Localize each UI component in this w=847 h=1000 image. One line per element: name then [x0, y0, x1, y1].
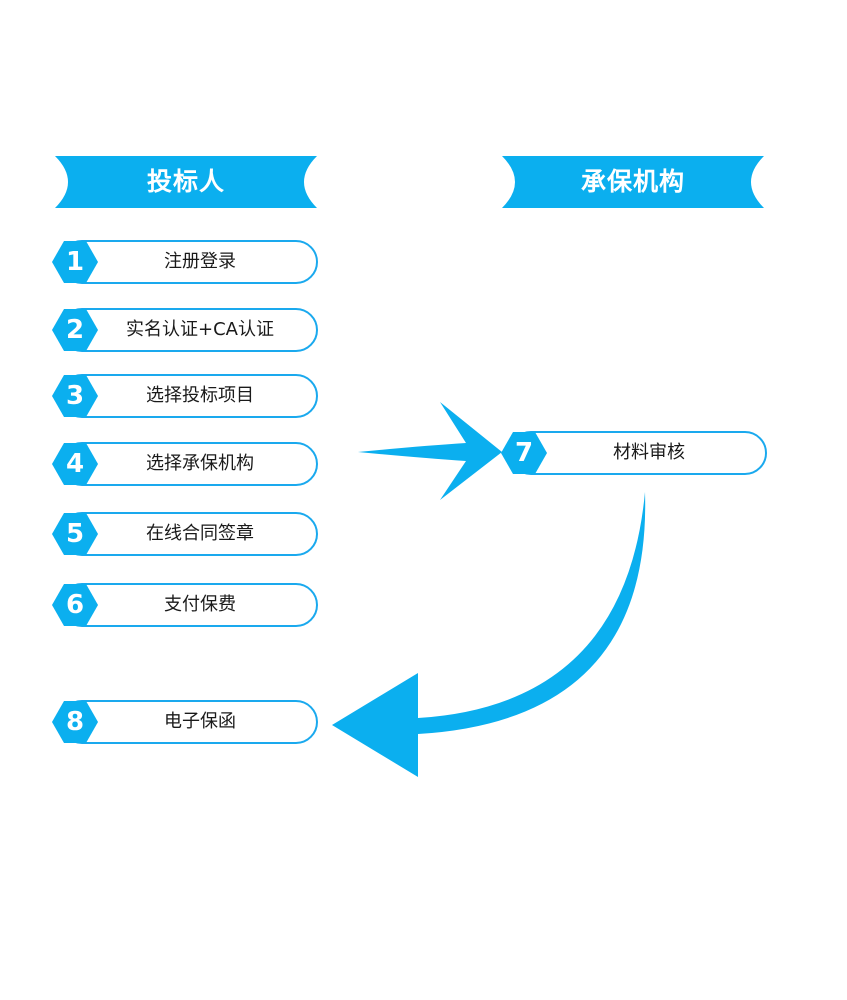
step-3-select-project: 选择投标项目 3 [52, 374, 318, 420]
step-5-online-contract-sign: 在线合同签章 5 [52, 512, 318, 558]
step-5-number: 5 [65, 519, 85, 549]
step-number-badge: 8 [52, 700, 98, 744]
step-4-number: 4 [65, 449, 85, 479]
step-number-badge: 7 [501, 431, 547, 475]
step-3-number: 3 [65, 381, 85, 411]
step-7-label: 材料审核 [613, 442, 685, 463]
step-1-label: 注册登录 [164, 251, 236, 272]
bidder-column-title: 投标人 [146, 167, 225, 196]
step-4-select-insurer: 选择承保机构 4 [52, 442, 318, 488]
step-7-material-review: 材料审核 7 [501, 431, 767, 477]
step-4-label: 选择承保机构 [146, 453, 254, 474]
step-6-pay-premium: 支付保费 6 [52, 583, 318, 629]
step-1-number: 1 [65, 247, 85, 277]
curved-return-arrow [332, 492, 646, 777]
step-number-badge: 2 [52, 308, 98, 352]
step-2-label: 实名认证+CA认证 [126, 319, 274, 340]
step-7-number: 7 [514, 438, 534, 468]
insurer-column-title: 承保机构 [580, 167, 685, 196]
step-1-register-login: 注册登录 1 [52, 240, 318, 286]
step-number-badge: 4 [52, 442, 98, 486]
step-number-badge: 6 [52, 583, 98, 627]
insurer-header-banner: 承保机构 [502, 156, 764, 208]
step-number-badge: 3 [52, 374, 98, 418]
step-8-label: 电子保函 [164, 711, 236, 732]
step-6-label: 支付保费 [164, 594, 236, 615]
step-pill [60, 374, 318, 418]
step-number-badge: 5 [52, 512, 98, 556]
right-flow-arrow [358, 402, 502, 500]
step-pill [60, 442, 318, 486]
bidder-header-banner: 投标人 [55, 156, 317, 208]
step-pill [509, 431, 767, 475]
step-5-label: 在线合同签章 [146, 523, 254, 544]
step-pill [60, 512, 318, 556]
step-8-number: 8 [65, 707, 85, 737]
step-pill [60, 700, 318, 744]
step-2-number: 2 [65, 315, 85, 345]
step-6-number: 6 [65, 590, 85, 620]
step-number-badge: 1 [52, 240, 98, 284]
step-3-label: 选择投标项目 [146, 385, 254, 406]
step-8-electronic-guarantee: 电子保函 8 [52, 700, 318, 746]
step-2-real-name-ca: 实名认证+CA认证 2 [52, 308, 318, 354]
